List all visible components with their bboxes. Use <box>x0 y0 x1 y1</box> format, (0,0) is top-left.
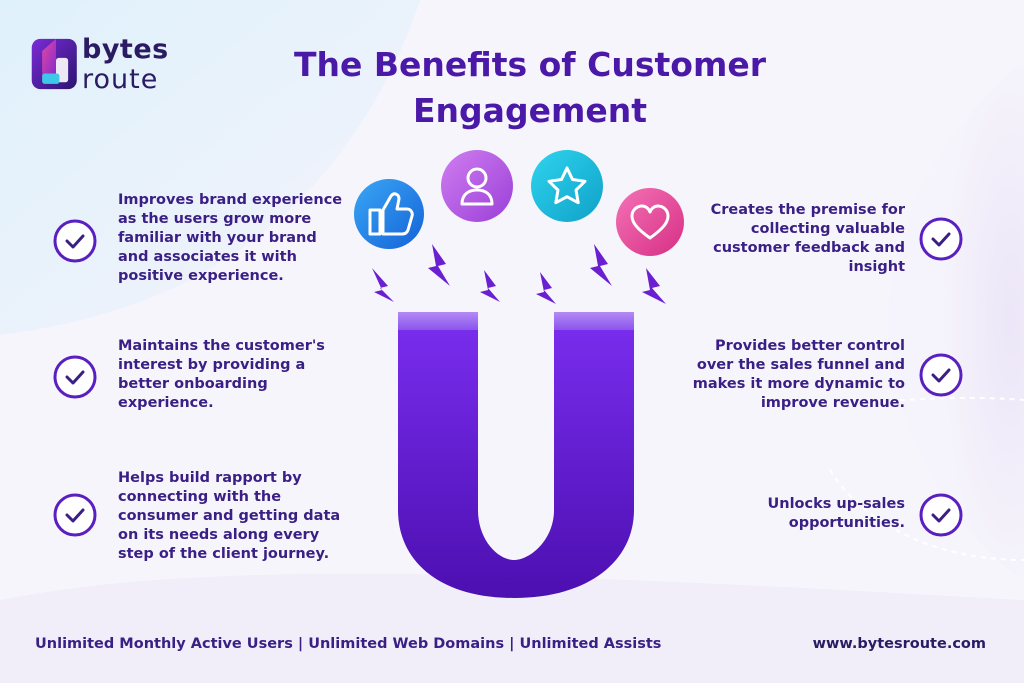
star-icon <box>531 150 603 222</box>
check-icon <box>53 493 97 537</box>
user-icon <box>441 150 513 222</box>
check-icon <box>919 353 963 397</box>
benefit-right-2: Provides better control over the sales f… <box>692 338 905 411</box>
check-icon <box>53 355 97 399</box>
bytesroute-logo-icon <box>31 38 77 90</box>
footer-features: Unlimited Monthly Active Users | Unlimit… <box>35 636 662 652</box>
logo-text-bytes: bytes <box>82 34 169 65</box>
check-icon <box>919 217 963 261</box>
check-icon <box>919 493 963 537</box>
footer-website-link[interactable]: www.bytesroute.com <box>812 636 986 652</box>
logo-text-route: route <box>82 64 159 95</box>
check-icon <box>53 219 97 263</box>
benefit-left-3: Helps build rapport by connecting with t… <box>118 470 341 562</box>
benefit-left-2: Maintains the customer's interest by pro… <box>118 338 325 411</box>
heart-icon <box>616 188 684 256</box>
magnet-icon <box>398 312 634 598</box>
benefit-right-1: Creates the premise for collecting valua… <box>710 202 905 275</box>
lightning-icon <box>372 244 666 304</box>
benefit-right-3: Unlocks up-sales opportunities. <box>767 496 905 531</box>
benefit-left-1: Improves brand experience as the users g… <box>118 192 343 284</box>
page-title: The Benefits of Customer Engagement <box>293 45 766 130</box>
thumbs-up-icon <box>354 179 424 249</box>
